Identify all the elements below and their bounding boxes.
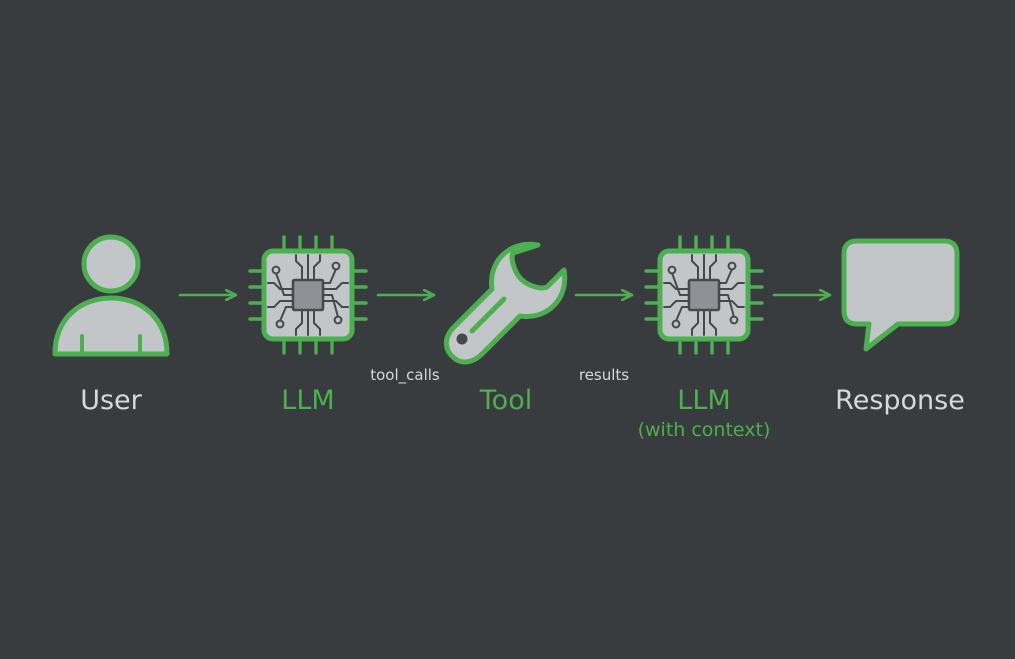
- node-label-tool: Tool: [479, 385, 533, 416]
- chip-icon: [646, 237, 762, 353]
- node-label-user: User: [80, 385, 142, 416]
- user-icon: [52, 234, 170, 357]
- node-label-response: Response: [835, 385, 965, 416]
- speech-bubble-icon: [841, 238, 960, 352]
- node-sublabel-with-context: (with context): [637, 419, 771, 441]
- node-label-llm-with-context: LLM: [677, 385, 731, 416]
- wrench-icon: [443, 241, 568, 365]
- edge-label-results: results: [578, 366, 630, 384]
- node-label-llm: LLM: [281, 385, 335, 416]
- edge-label-tool-calls: tool_calls: [370, 366, 440, 384]
- chip-icon: [250, 237, 366, 353]
